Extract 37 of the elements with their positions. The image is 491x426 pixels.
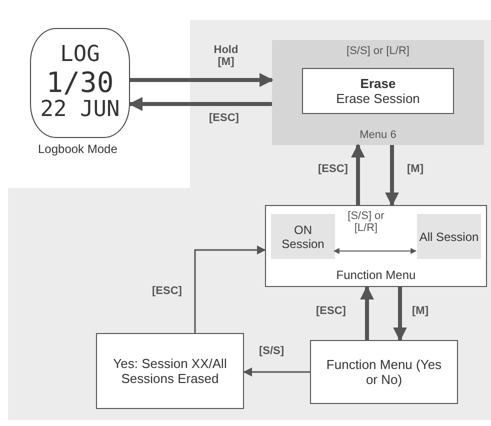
box-text: Function Menu [336,268,416,282]
arrow [130,73,274,87]
display-text: LOG [60,43,100,68]
arrow [194,246,266,333]
key-hint: [S/S] or [L/R] [346,45,410,57]
edge-label: [ESC] [207,112,241,124]
function-menu-box [265,205,487,287]
edge-label: [M] [405,163,426,175]
arrow [393,287,407,342]
edge-label: [S/S] [257,345,286,357]
confirm-box [310,340,458,404]
arrow [351,144,365,205]
edge-label: [M] [410,305,430,317]
option-box [271,214,335,259]
display-text: 1/30 [46,68,114,98]
box-text: Function Menu (Yes or No) [325,357,443,387]
box-text: Erase Session [336,91,420,106]
menu-box [302,68,454,114]
box-text: Yes: Session XX/All Sessions Erased [112,356,228,386]
arrow [360,286,374,340]
arrow [385,145,399,206]
arrow [128,97,272,111]
result-box [96,333,244,409]
option-text: ON Session [280,222,326,250]
edge-label: [ESC] [316,163,350,175]
menu-panel [272,40,484,145]
arrow [333,248,417,254]
mode-caption: Logbook Mode [38,142,118,156]
arrow [243,368,310,376]
option-text: All Session [419,230,479,244]
watch-display [30,28,130,138]
display-text: 22 JUN [40,98,120,123]
menu-title: Erase [360,76,396,91]
edge-label: [ESC] [314,305,348,317]
menu-number: Menu 6 [360,129,396,141]
edge-label: [ESC] [150,285,184,297]
option-box [417,214,481,259]
